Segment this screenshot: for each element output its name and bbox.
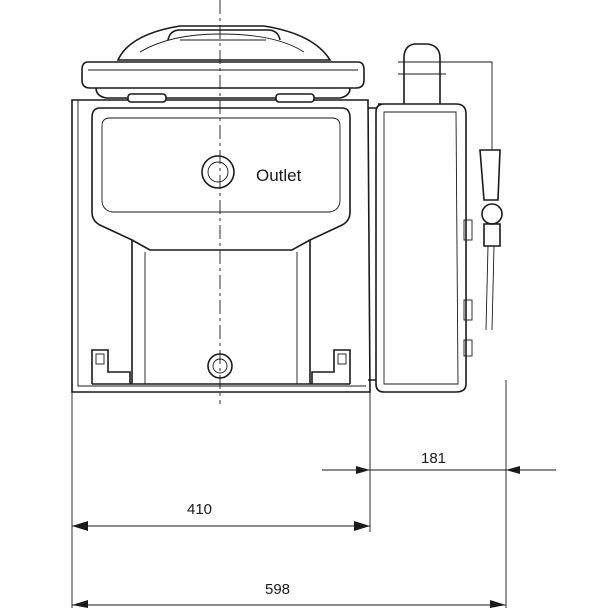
dimension-410 [72,521,370,531]
right-foot-clip [311,349,351,384]
lid [81,25,365,103]
extension-lines [71,380,507,608]
dimension-label-181: 181 [421,450,446,467]
main-unit [71,99,371,393]
dimension-598 [72,600,506,608]
flush-tank [368,43,467,393]
outlet-label: Outlet [256,166,302,185]
dimension-181 [322,466,556,474]
outlet-port [201,155,235,189]
dimension-label-410: 410 [187,501,212,518]
dimension-label-598: 598 [265,581,290,598]
pump-lever [440,61,503,357]
left-foot-clip [91,349,131,384]
